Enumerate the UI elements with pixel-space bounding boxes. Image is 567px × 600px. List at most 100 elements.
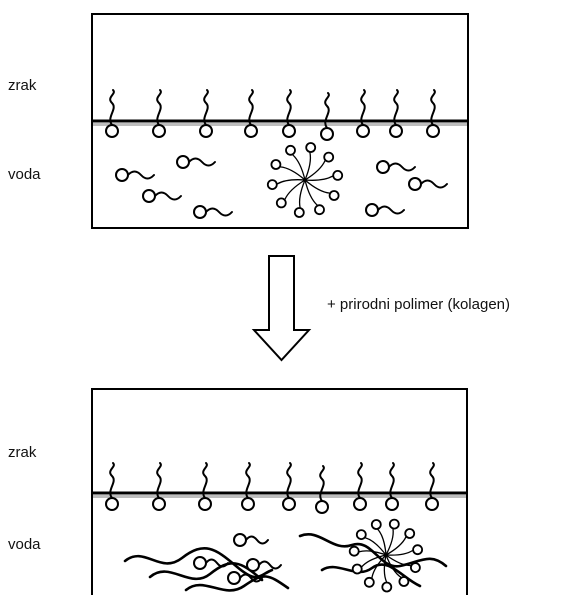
free-surfactant (176, 155, 216, 169)
surfactant-tail (245, 462, 251, 499)
micelle-surfactant (293, 179, 306, 218)
monolayer-surfactant (152, 462, 166, 511)
surfactant-head (365, 203, 379, 217)
micelle-surfactant (304, 179, 340, 201)
surfactant-tail (304, 179, 330, 194)
surfactant-tail (304, 152, 312, 181)
surfactant-head (105, 497, 119, 511)
monolayer-surfactant (282, 462, 296, 511)
bottom-interface-shadow (93, 495, 466, 498)
surfactant-tail (202, 462, 208, 499)
monolayer-surfactant (241, 462, 255, 511)
free-surfactant (365, 203, 405, 217)
collagen-chain (123, 547, 274, 579)
surfactant-head (348, 545, 360, 557)
surfactant-head (282, 124, 296, 138)
surfactant-tail (429, 462, 435, 499)
bottom-label-water: voda (8, 536, 41, 553)
micelle-surfactant (370, 519, 387, 556)
micelle-surfactant (304, 169, 344, 181)
surfactant-head (320, 127, 334, 141)
surfactant-tail (248, 89, 254, 126)
surfactant-head (176, 155, 190, 169)
surfactant-head (388, 518, 400, 530)
monolayer-surfactant (426, 89, 440, 138)
surfactant-tail (393, 89, 399, 126)
surfactant-tail (304, 160, 326, 181)
surfactant-head (389, 124, 403, 138)
monolayer-surfactant (356, 89, 370, 138)
surfactant-head (293, 207, 305, 218)
surfactant-head (233, 533, 247, 547)
surfactant-head (275, 197, 287, 209)
monolayer-surfactant (105, 89, 119, 138)
surfactant-head (246, 558, 260, 572)
surfactant-tail (188, 157, 216, 167)
surfactant-tail (357, 462, 363, 499)
surfactant-head (282, 497, 296, 511)
monolayer-surfactant (198, 462, 212, 511)
surfactant-tail (371, 554, 387, 579)
surfactant-head (328, 190, 340, 201)
top-monolayer (105, 89, 440, 141)
surfactant-head (404, 528, 416, 539)
micelle-surfactant (266, 179, 306, 191)
surfactant-head (353, 497, 367, 511)
surfactant-head (332, 169, 344, 181)
top-micelle (266, 142, 344, 218)
micelle-surfactant (275, 179, 306, 209)
surfactant-tail (154, 191, 182, 201)
monolayer-surfactant (152, 89, 166, 138)
micelle-surfactant (381, 554, 393, 593)
micelle-surfactant (385, 554, 421, 573)
surfactant-head (193, 205, 207, 219)
free-surfactant (233, 533, 269, 547)
free-surfactant (193, 556, 229, 570)
surfactant-tail (280, 166, 306, 181)
micelle-surfactant (355, 529, 387, 556)
bottom-panel (91, 388, 468, 596)
free-surfactant (246, 558, 282, 572)
surfactant-tail (284, 179, 306, 200)
surfactant-head (398, 576, 410, 587)
micelle-surfactant (270, 159, 306, 181)
arrow-caption: + prirodni polimer (kolagen) (327, 296, 511, 313)
surfactant-tail (361, 554, 387, 568)
surfactant-tail (205, 207, 233, 217)
bottom-free-surfactants (193, 533, 282, 585)
surfactant-head (385, 497, 399, 511)
surfactant-tail (156, 89, 162, 126)
surfactant-tail (304, 175, 334, 181)
micelle-surfactant (304, 142, 317, 181)
monolayer-surfactant (315, 465, 329, 514)
bottom-label-air: zrak (8, 444, 37, 461)
free-surfactant (193, 205, 233, 219)
monolayer-surfactant (385, 462, 399, 511)
surfactant-head (152, 124, 166, 138)
top-label-water: voda (8, 166, 41, 183)
surfactant-tail (292, 154, 306, 181)
surfactant-tail (298, 179, 306, 208)
surfactant-head (241, 497, 255, 511)
surfactant-tail (319, 465, 325, 502)
surfactant-head (152, 497, 166, 511)
surfactant-tail (258, 560, 282, 570)
micelle-surfactant (285, 144, 306, 181)
surfactant-head (142, 189, 156, 203)
monolayer-surfactant (389, 89, 403, 138)
monolayer-surfactant (282, 89, 296, 138)
surfactant-head (115, 168, 129, 182)
surfactant-tail (156, 462, 162, 499)
surfactant-head (425, 497, 439, 511)
micelle-surfactant (348, 545, 387, 557)
surfactant-head (351, 563, 363, 575)
top-free-surfactants (115, 155, 448, 219)
surfactant-tail (377, 528, 387, 556)
surfactant-head (315, 500, 329, 514)
top-label-air: zrak (8, 77, 37, 94)
surfactant-head (199, 124, 213, 138)
surfactant-tail (420, 179, 448, 189)
micelle-surfactant (385, 554, 410, 587)
surfactant-tail (430, 89, 436, 126)
